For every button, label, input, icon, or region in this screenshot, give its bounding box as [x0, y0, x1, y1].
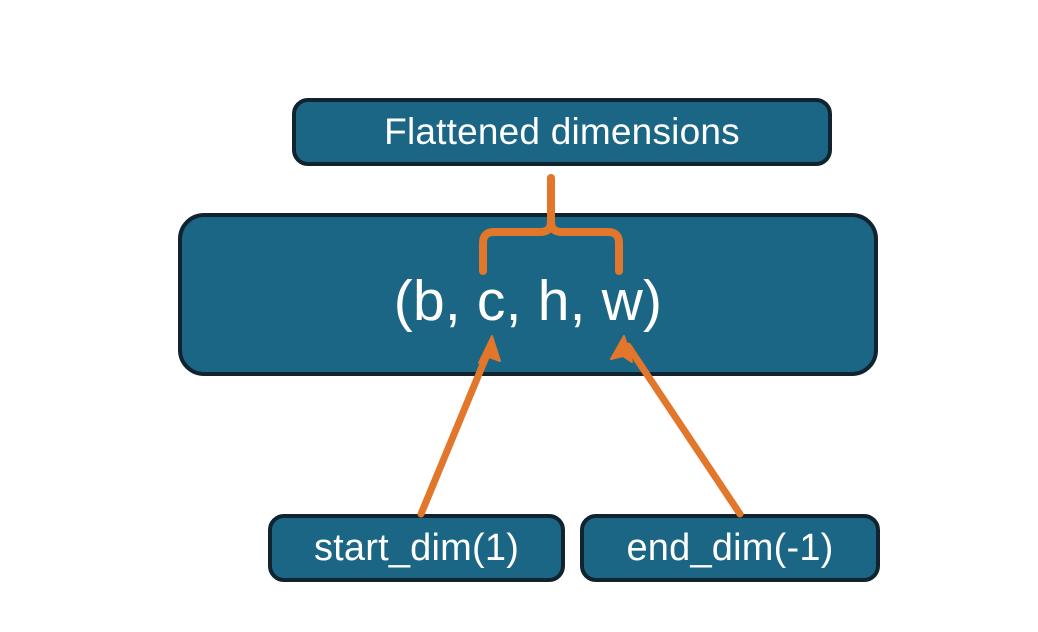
flattened-dimensions-label: Flattened dimensions: [384, 111, 740, 152]
start-dim-box[interactable]: start_dim(1): [268, 514, 565, 582]
tensor-shape-box[interactable]: (b, c, h, w): [178, 213, 878, 376]
end-dim-box[interactable]: end_dim(-1): [580, 514, 880, 582]
end-dim-label: end_dim(-1): [626, 526, 834, 569]
flattened-dimensions-box[interactable]: Flattened dimensions: [292, 98, 832, 166]
tensor-shape-label: (b, c, h, w): [393, 268, 663, 333]
start-dim-label: start_dim(1): [313, 526, 520, 569]
